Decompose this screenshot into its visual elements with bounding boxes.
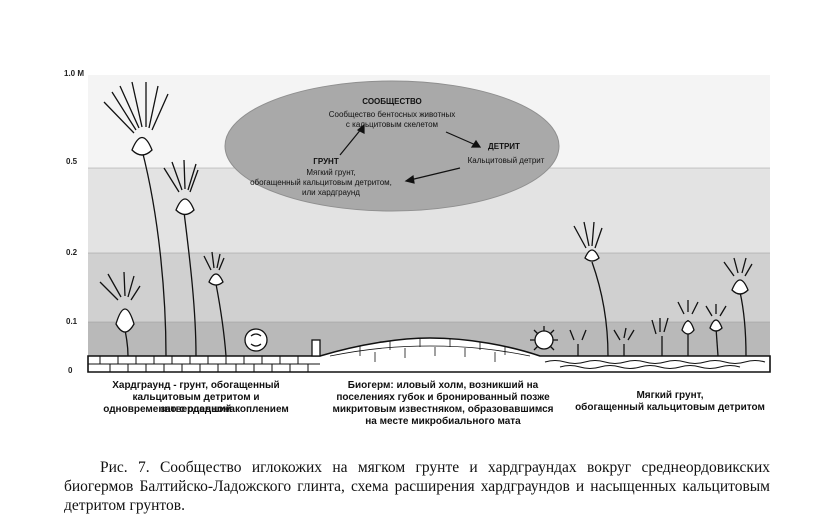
soft-ground-label-line-2: обогащенный кальцитовым детритом bbox=[575, 402, 765, 413]
bioherm-label-line-3: микритовым известняком, образовавшимся bbox=[332, 404, 554, 415]
scale-tick-0.2: 0.2 bbox=[66, 248, 78, 257]
ground-text-1: Мягкий грунт, bbox=[306, 168, 356, 177]
community-text-1: Сообщество бентосных животных bbox=[328, 110, 456, 119]
bioherm-label-line-1: Биогерм: иловый холм, возникший на bbox=[347, 380, 539, 391]
figure-diagram bbox=[87, 75, 771, 373]
ground-text-3: или хардграунд bbox=[302, 188, 360, 197]
hardground-label-line-3: одновременно с осаднонакоплением bbox=[103, 404, 289, 415]
cycle-arrows bbox=[339, 123, 482, 184]
community-title: СООБЩЕСТВО bbox=[362, 97, 422, 106]
sea-floor bbox=[87, 337, 771, 373]
figure-caption: Рис. 7. Сообщество иглокожих на мягком г… bbox=[64, 459, 770, 514]
crinoids bbox=[99, 81, 753, 357]
detritus-text: Кальцитовый детрит bbox=[467, 156, 545, 165]
bioherm-label-line-2: поселениях губок и бронированный позже bbox=[336, 392, 550, 403]
community-oval bbox=[224, 80, 560, 212]
band-0.2-0.1 bbox=[88, 253, 770, 322]
detritus-title: ДЕТРИТ bbox=[488, 142, 520, 151]
scale-tick-0.1: 0.1 bbox=[66, 317, 78, 326]
soft-ground-label-line-1: Мягкий грунт, bbox=[636, 390, 704, 401]
ground-text-2: обогащенный кальцитовым детритом, bbox=[250, 178, 392, 187]
community-text-2: с кальцитовым скелетом bbox=[345, 120, 439, 129]
hardground-label-line-1: Хардграунд - грунт, обогащенный bbox=[112, 380, 280, 391]
scale-tick-0: 0 bbox=[68, 366, 73, 375]
bioherm-label-line-4: на месте микробиального мата bbox=[365, 416, 521, 427]
hardground-label-line-2: кальцитовым детритом и затвердевший bbox=[132, 392, 260, 415]
scale-unit-label: 1.0 M bbox=[64, 69, 85, 78]
scale-tick-0.5: 0.5 bbox=[66, 157, 78, 166]
ground-title: ГРУНТ bbox=[313, 157, 339, 166]
